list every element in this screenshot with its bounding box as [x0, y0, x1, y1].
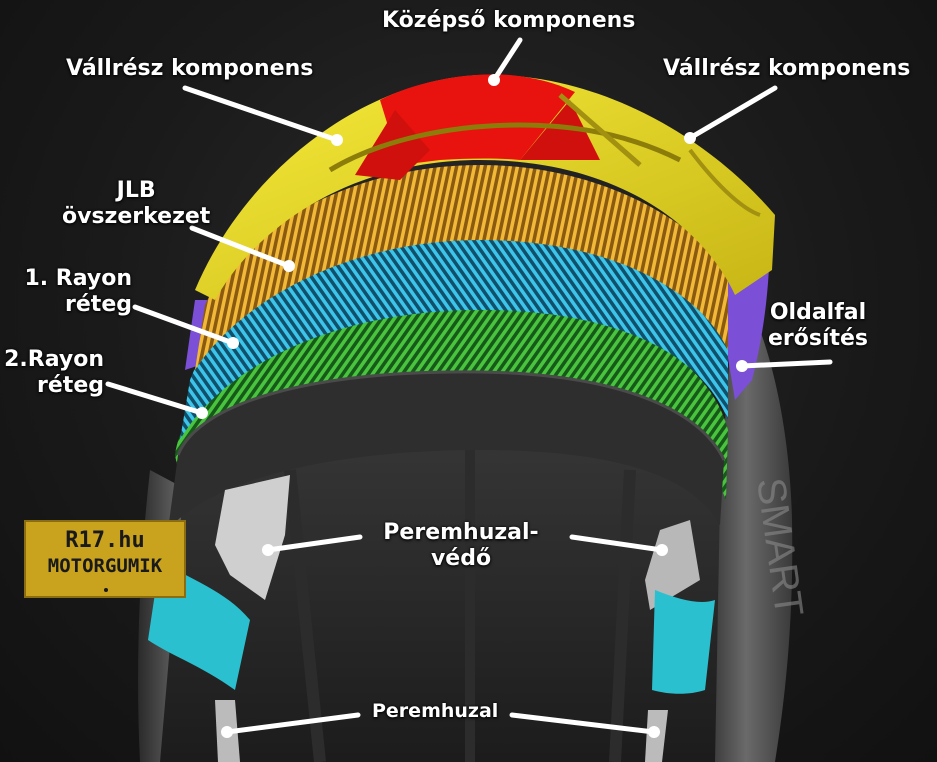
- rayon-layer-2: [175, 300, 728, 500]
- label-center-component: Középső komponens: [382, 8, 636, 33]
- logo-dot: [104, 588, 108, 592]
- label-bead-protector: Peremhuzal- védő: [376, 520, 546, 573]
- label-rayon2-line1: 2.Rayon: [4, 347, 104, 372]
- inner-cavity: [160, 380, 720, 762]
- label-sidewall-line2: erősítés: [767, 326, 869, 352]
- leader-lines: [105, 37, 833, 735]
- label-bead-wire: Peremhuzal: [372, 700, 499, 722]
- label-bead-protector-line1: Peremhuzal-: [383, 520, 539, 545]
- bead-protector-right: [645, 520, 700, 610]
- label-shoulder-right: Vállrész komponens: [663, 56, 911, 81]
- label-rayon-layer-2: 2.Rayon réteg: [2, 347, 104, 400]
- center-tread: [380, 74, 575, 165]
- label-jlb-line1: JLB: [116, 178, 156, 203]
- label-rayon1-line2: réteg: [65, 292, 132, 318]
- label-sidewall-line1: Oldalfal: [769, 300, 867, 325]
- leader-dots: [196, 74, 748, 738]
- cyan-rim-right: [652, 590, 715, 694]
- label-shoulder-left: Vállrész komponens: [66, 56, 314, 81]
- label-bead-protector-line2: védő: [430, 546, 492, 572]
- label-rayon2-line2: réteg: [37, 373, 104, 399]
- label-rayon1-line1: 1. Rayon: [24, 266, 132, 291]
- bead-protector-left: [215, 475, 290, 600]
- rayon-layer-1: [180, 230, 728, 440]
- logo-line2: MOTORGUMIK: [47, 555, 163, 577]
- r17-logo: R17.hu MOTORGUMIK: [24, 520, 186, 598]
- label-sidewall-reinforcement: Oldalfal erősítés: [762, 300, 874, 353]
- label-rayon-layer-1: 1. Rayon réteg: [22, 266, 132, 319]
- label-jlb-belt: JLB övszerkezet: [62, 178, 210, 231]
- right-sidewall: [700, 280, 793, 762]
- shoulder-tread: [195, 74, 775, 300]
- inner-liner: [168, 371, 724, 530]
- label-jlb-line2: övszerkezet: [62, 204, 211, 230]
- logo-line1: R17.hu: [65, 528, 145, 553]
- jlb-belt: [195, 165, 728, 370]
